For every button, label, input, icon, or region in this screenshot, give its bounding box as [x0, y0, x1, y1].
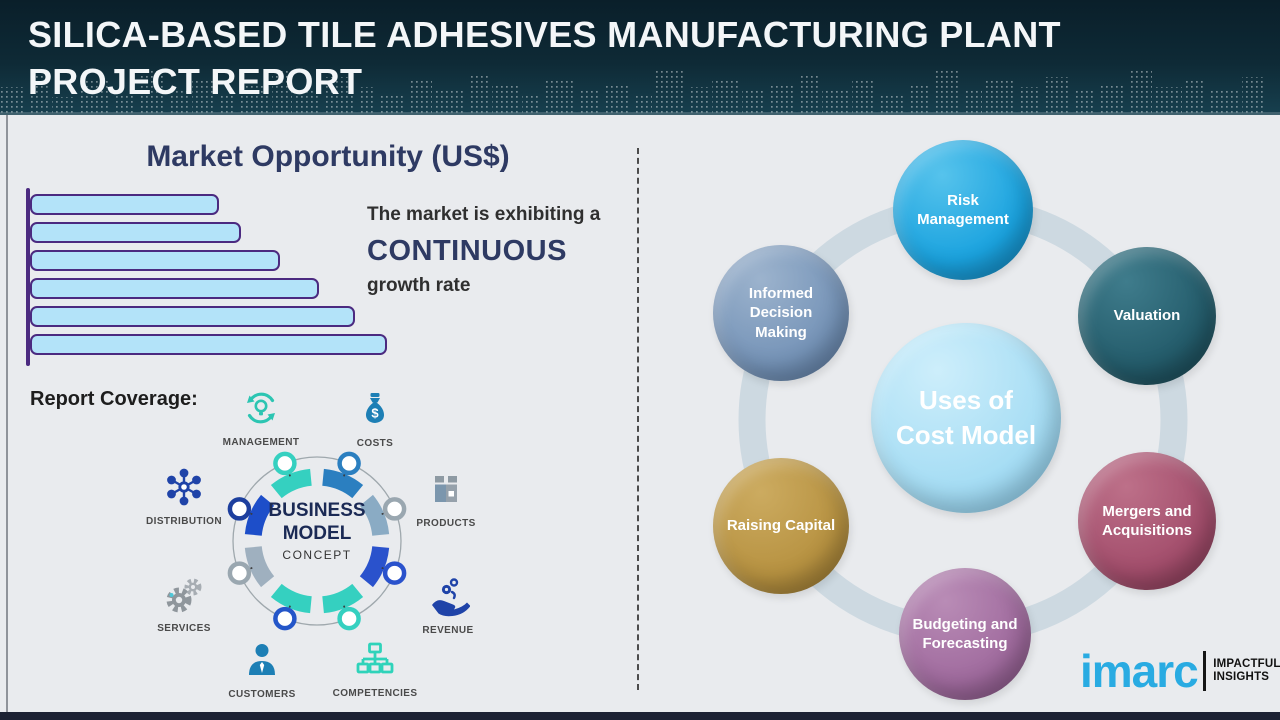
bm-center-line1: BUSINESS: [268, 500, 366, 521]
coverage-item-products: PRODUCTS: [391, 467, 501, 529]
coverage-label: COSTS: [356, 438, 394, 449]
coverage-label: SERVICES: [157, 623, 211, 634]
bm-center-line3: CONCEPT: [282, 547, 352, 562]
annotation-line-3: growth rate: [367, 275, 471, 296]
ring-node: [337, 606, 361, 631]
coverage-item-customers: CUSTOMERS: [207, 638, 317, 700]
coverage-item-revenue: REVENUE: [393, 574, 503, 636]
recycle-bulb-icon: [247, 392, 275, 424]
ring-node: [227, 497, 252, 521]
person-icon: [249, 644, 275, 675]
imarc-wordmark: imarc: [1080, 645, 1199, 697]
ring-node: [382, 561, 407, 585]
business-model-center-label: BUSINESS MODEL CONCEPT: [247, 500, 387, 562]
satellite-valuation: Valuation: [1078, 247, 1216, 385]
coverage-item-services: SERVICES: [129, 572, 239, 634]
coverage-label: DISTRIBUTION: [146, 516, 222, 527]
annotation-line-2: CONTINUOUS: [367, 235, 567, 267]
gears-icon: [166, 578, 202, 613]
satellite-informed-decision: Informed Decision Making: [713, 245, 849, 381]
bar-6: [30, 334, 387, 355]
ring-node: [337, 451, 361, 476]
coverage-label: MANAGEMENT: [222, 437, 300, 448]
growth-annotation: The market is exhibiting a CONTINUOUS gr…: [367, 204, 627, 297]
bm-center-line2: MODEL: [282, 522, 352, 544]
market-opportunity-title: Market Opportunity (US$): [146, 140, 510, 173]
coverage-label: CUSTOMERS: [228, 689, 296, 700]
satellite-budgeting-forecasting: Budgeting and Forecasting: [899, 568, 1031, 700]
coverage-item-distribution: DISTRIBUTION: [129, 465, 239, 527]
ring-segment: [321, 583, 364, 614]
coverage-label: REVENUE: [422, 625, 474, 636]
hand-coins-icon: [432, 578, 471, 617]
coverage-item-management: MANAGEMENT: [206, 386, 316, 448]
satellite-raising-capital: Raising Capital: [713, 458, 849, 594]
satellite-mergers-acquisitions: Mergers and Acquisitions: [1078, 452, 1216, 590]
bar-3: [30, 250, 280, 271]
ring-segment: [270, 583, 313, 614]
vertical-dashed-divider: [637, 148, 639, 690]
left-edge-divider: [6, 115, 8, 712]
ring-segment: [244, 494, 275, 537]
center-circle-line2: Cost Model: [895, 420, 1037, 450]
ring-node: [273, 451, 297, 476]
logo-tagline-line2: INSIGHTS: [1213, 671, 1270, 683]
city-skyline-graphic: [0, 69, 1280, 115]
uses-of-cost-model-circle: Uses of Cost Model: [871, 323, 1061, 513]
network-hub-icon: [167, 468, 201, 506]
bar-4: [30, 278, 319, 299]
ring-node: [273, 606, 297, 631]
svg-text:$: $: [371, 406, 379, 421]
bar-5: [30, 306, 355, 327]
sitemap-icon: [356, 642, 394, 674]
coverage-label: PRODUCTS: [416, 518, 476, 529]
satellite-risk-management: Risk Management: [893, 140, 1033, 280]
header-banner: SILICA-BASED TILE ADHESIVES MANUFACTURIN…: [0, 0, 1280, 115]
bar-2: [30, 222, 241, 243]
ring-segment: [244, 545, 275, 588]
logo-tagline: IMPACTFUL INSIGHTS: [1213, 658, 1280, 684]
money-bag-icon: $: [365, 393, 385, 423]
ring-segment: [270, 468, 313, 499]
imarc-logo: imarc IMPACTFUL INSIGHTS: [1080, 648, 1280, 694]
package-box-icon: [435, 476, 457, 502]
annotation-line-1: The market is exhibiting a: [367, 204, 601, 225]
coverage-label: COMPETENCIES: [332, 688, 418, 699]
bar-1: [30, 194, 219, 215]
coverage-item-costs: $ COSTS: [320, 387, 430, 449]
coverage-item-competencies: COMPETENCIES: [320, 637, 430, 699]
business-model-ring-diagram: [227, 451, 407, 631]
page-title: SILICA-BASED TILE ADHESIVES MANUFACTURIN…: [28, 14, 1061, 102]
logo-tagline-line1: IMPACTFUL: [1213, 657, 1280, 670]
ring-node: [227, 561, 252, 585]
ring-segment: [359, 545, 390, 588]
ring-segment: [359, 494, 390, 537]
report-coverage-label: Report Coverage:: [30, 388, 198, 410]
logo-divider-bar: [1202, 651, 1207, 691]
center-circle-line1: Uses of: [919, 384, 1013, 415]
bottom-accent-bar: [0, 712, 1280, 720]
bar-chart-axis: [26, 188, 30, 366]
ring-node: [382, 497, 407, 521]
ring-segment: [321, 468, 364, 499]
